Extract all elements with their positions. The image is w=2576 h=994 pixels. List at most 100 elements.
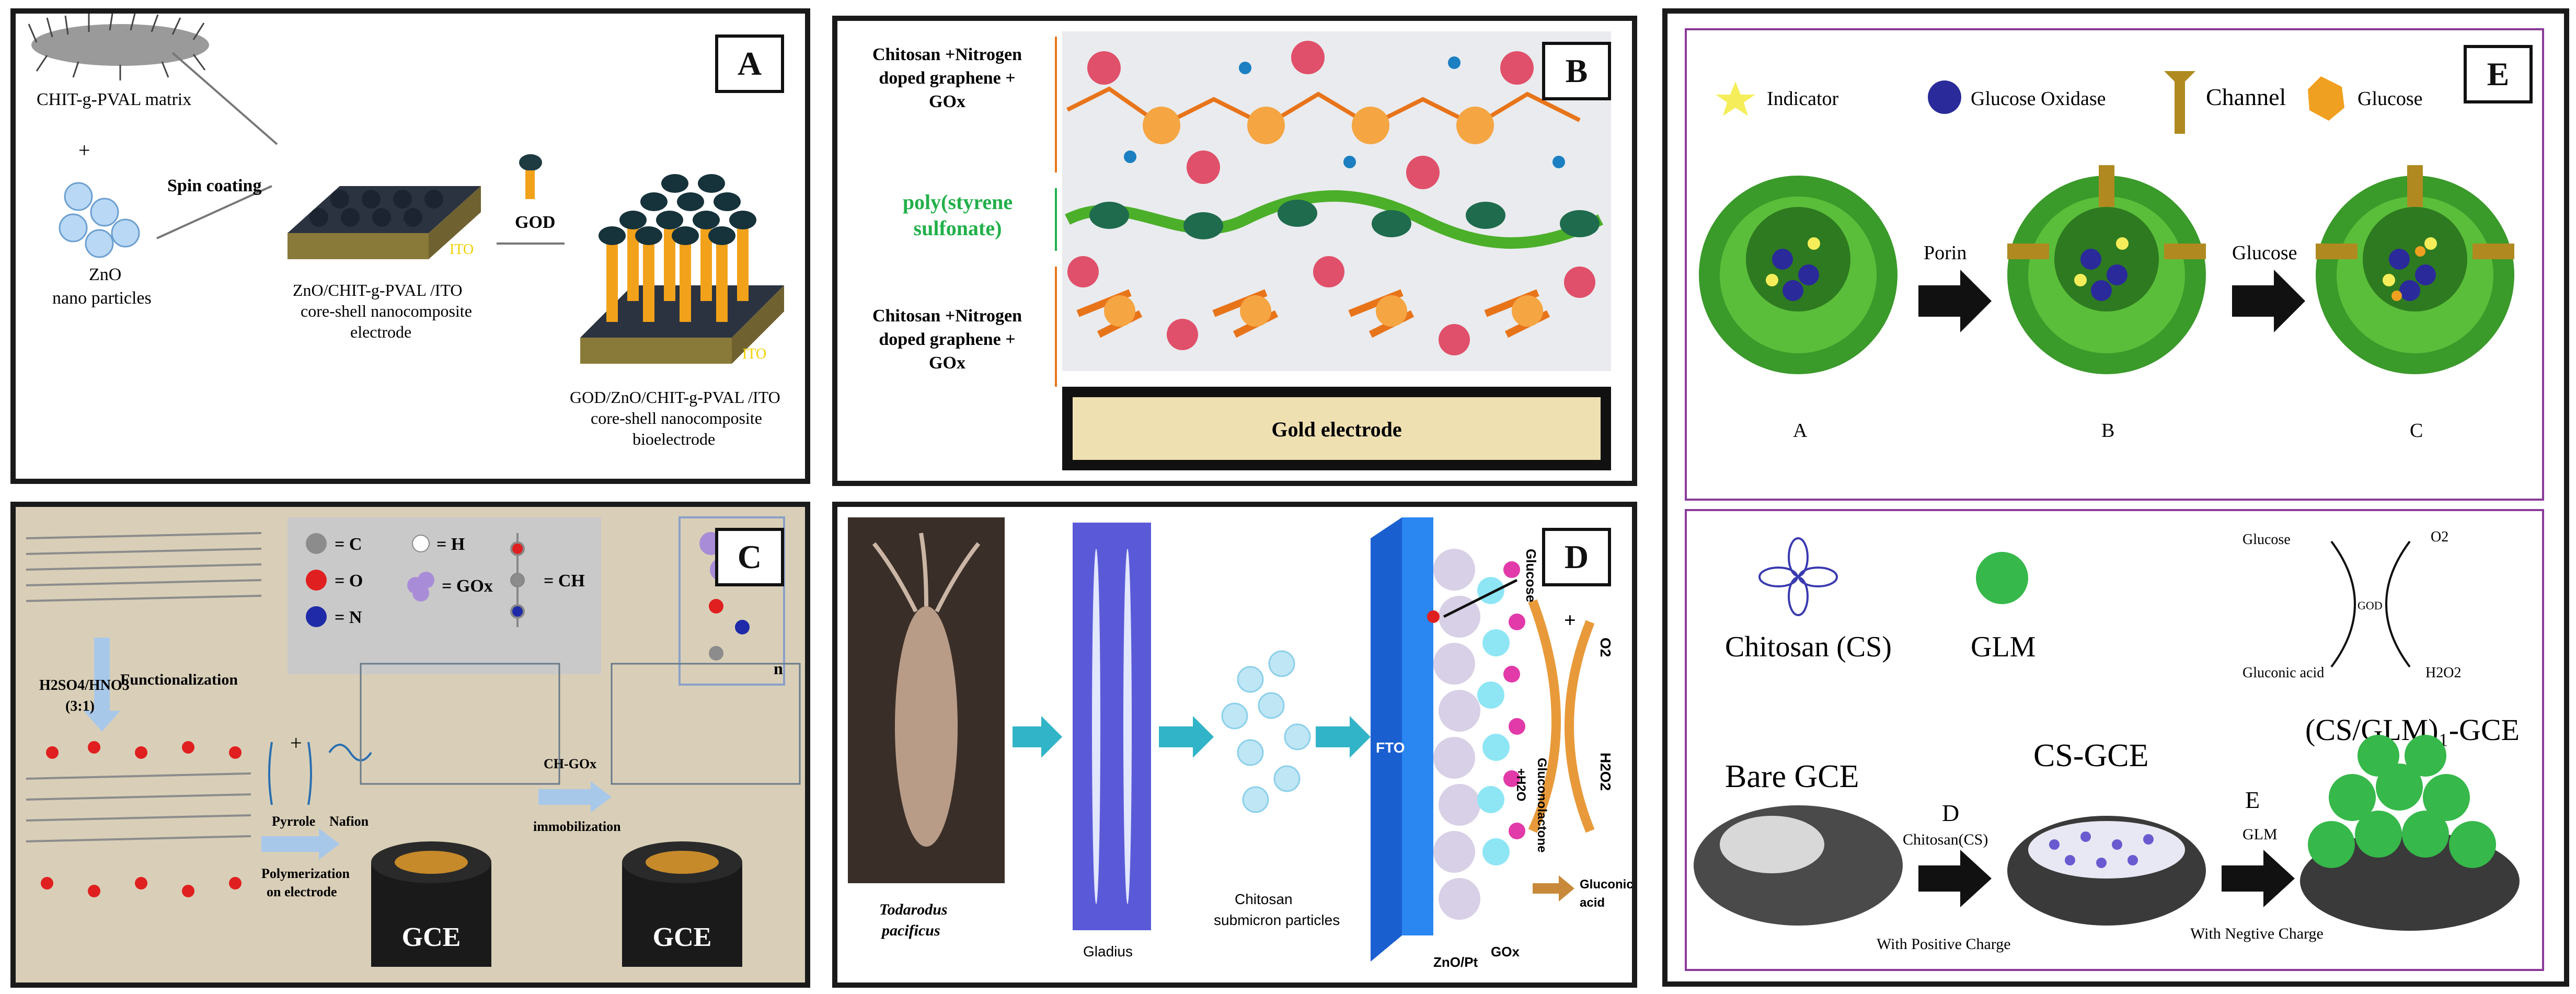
legend-box: [288, 517, 601, 674]
legend-glm: GLM: [1971, 631, 2036, 663]
glucose-icon: [2308, 76, 2344, 121]
reaction-arc-2: [1565, 620, 1595, 833]
legend-indicator: Indicator: [1767, 88, 1839, 110]
spin-coating-label: Spin coating: [167, 176, 261, 195]
positive-charge-label: With Positive Charge: [1877, 935, 2011, 953]
oxygen-atom-icon: [306, 570, 327, 591]
rx-o2: O2: [2431, 529, 2448, 545]
stage-a-label: A: [1793, 420, 1808, 442]
god-label: GOD: [515, 213, 555, 232]
h2o2-label: H2O2: [1597, 753, 1614, 791]
pss-label-2: sulfonate): [914, 216, 1002, 240]
top-layer-label-2: doped graphene +: [879, 68, 1015, 88]
fto-side: [1371, 517, 1402, 962]
upper-chitosan-chain: [1066, 86, 1581, 128]
panel-e: Indicator Glucose Oxidase Channel Glucos…: [1662, 8, 2569, 987]
vesicle-a: [1699, 176, 1898, 374]
down-arrow-head: [84, 711, 120, 732]
o2-label: O2: [1597, 638, 1614, 657]
immobilization-label-1: CH-GOx: [544, 756, 596, 771]
bottom-layer-label-1: Chitosan +Nitrogen: [872, 306, 1022, 326]
panel-c: = C = H = O = GOx = N = CH n H2SO4/HNO3 …: [10, 502, 810, 988]
gold-electrode: [1073, 397, 1601, 460]
bare-gce-highlight: [1720, 816, 1824, 873]
electrode-caption-1: ZnO/CHIT-g-PVAL /ITO: [293, 281, 462, 299]
chit-pval-matrix-illustration: [28, 14, 209, 80]
gce-electrode-2: [611, 663, 801, 967]
arrow-step-d: [1918, 850, 1992, 907]
arrow-step-e: [2222, 850, 2295, 907]
gox-label: GOx: [1491, 944, 1520, 960]
down-arrow-shaft: [94, 638, 110, 711]
cs-gce-label: CS-GCE: [2033, 738, 2148, 773]
carboxyl-oxygens-upper: [46, 741, 242, 759]
panel-a-figure: CHIT-g-PVAL matrix + ZnO nano particles …: [28, 14, 784, 448]
acid-label-1: H2SO4/HNO3: [39, 677, 130, 694]
glucose-label: Glucose: [1523, 549, 1539, 603]
squid-species-2: pacificus: [880, 922, 940, 939]
cs-gce-coating: [2028, 821, 2185, 879]
upper-blue-dots: [1124, 56, 1565, 168]
right-arrow-polymerization: [261, 828, 340, 860]
repeat-n-label: n: [774, 659, 783, 678]
glucose-oxidase-icon: [1928, 80, 1961, 114]
glucose-arrow-label: Glucose: [2232, 242, 2297, 264]
panel-b-figure: Chitosan +Nitrogen doped graphene + GOx …: [872, 31, 1611, 470]
fto-label: FTO: [1376, 739, 1405, 756]
panel-b-badge: B: [1542, 42, 1611, 100]
god-zno-bioelectrode-illustration: [580, 174, 784, 364]
god-enzyme-icon: [519, 154, 542, 199]
zno-chit-pval-electrode-illustration: [288, 186, 481, 259]
chitosan-orbital-icon: [1758, 537, 1838, 616]
pyrrole-plus-sign: +: [290, 731, 302, 755]
stage-b-label: B: [2101, 420, 2114, 442]
bottom-layer-label-3: GOx: [929, 353, 965, 373]
lower-subpanel-frame: [1685, 509, 2544, 971]
channel-icon: [2164, 71, 2195, 134]
chitosan-label-2: submicron particles: [1214, 912, 1340, 928]
pyrrole-nafion-bracket: [268, 742, 372, 805]
gce-electrode-1: [360, 663, 560, 967]
zno-pt-label: ZnO/Pt: [1433, 954, 1478, 970]
electrode-caption-3: electrode: [350, 322, 411, 341]
glm-spheres-layer: [2308, 735, 2496, 868]
legend-h: = H: [436, 535, 465, 554]
rx-god: GOD: [2358, 599, 2383, 612]
panel-a: CHIT-g-PVAL matrix + ZnO nano particles …: [10, 8, 810, 484]
zno-pt-gox-stack: [1433, 549, 1525, 920]
panel-d: Todarodus pacificus Gladius Chitosan sub…: [832, 502, 1637, 988]
legend-o: = O: [335, 571, 363, 591]
fto-slab: [1402, 517, 1433, 935]
gold-electrode-label: Gold electrode: [1271, 418, 1401, 441]
panel-e-badge: E: [2464, 45, 2533, 103]
squid-body: [895, 606, 958, 847]
arrow-zno-to-electrode: [156, 185, 272, 239]
plus-sign: +: [78, 138, 90, 162]
gladius-1: [1092, 549, 1100, 904]
electron-transfer-arrow: [1443, 579, 1518, 618]
vesicle-c: [2316, 165, 2514, 374]
indicator-star-icon: [1716, 82, 1755, 116]
step-e-label: GLM: [2242, 826, 2278, 843]
legend-ch: = CH: [544, 571, 585, 591]
arrow-chitosan-to-fto: [1316, 716, 1371, 758]
gox-enzymes-upper: [1087, 41, 1534, 189]
bare-gce-label: Bare GCE: [1725, 759, 1859, 794]
gce-label-1: GCE: [402, 922, 461, 952]
zno-sublabel: nano particles: [52, 288, 152, 308]
reaction-plus: +: [1564, 608, 1576, 632]
panel-c-badge: C: [715, 528, 784, 586]
legend-channel: Channel: [2206, 84, 2286, 110]
carboxyl-oxygens-lower: [41, 877, 242, 897]
carbon-atom-icon: [306, 533, 327, 554]
pyrrole-label: Pyrrole: [272, 814, 315, 829]
functionalized-nanotube-sheet: [26, 772, 251, 842]
gluconolactone-label: Gluconolactone: [1535, 758, 1549, 852]
gladius-label: Gladius: [1083, 943, 1133, 960]
bioelectrode-caption-3: bioelectrode: [632, 430, 715, 448]
glm-sphere-icon: [1976, 552, 2028, 604]
reaction-curve-1: [2330, 540, 2356, 668]
electrode-caption-2: core-shell nanocomposite: [301, 302, 472, 320]
carbon-nanotube-sheet: [26, 532, 262, 602]
zno-label: ZnO: [89, 265, 121, 284]
